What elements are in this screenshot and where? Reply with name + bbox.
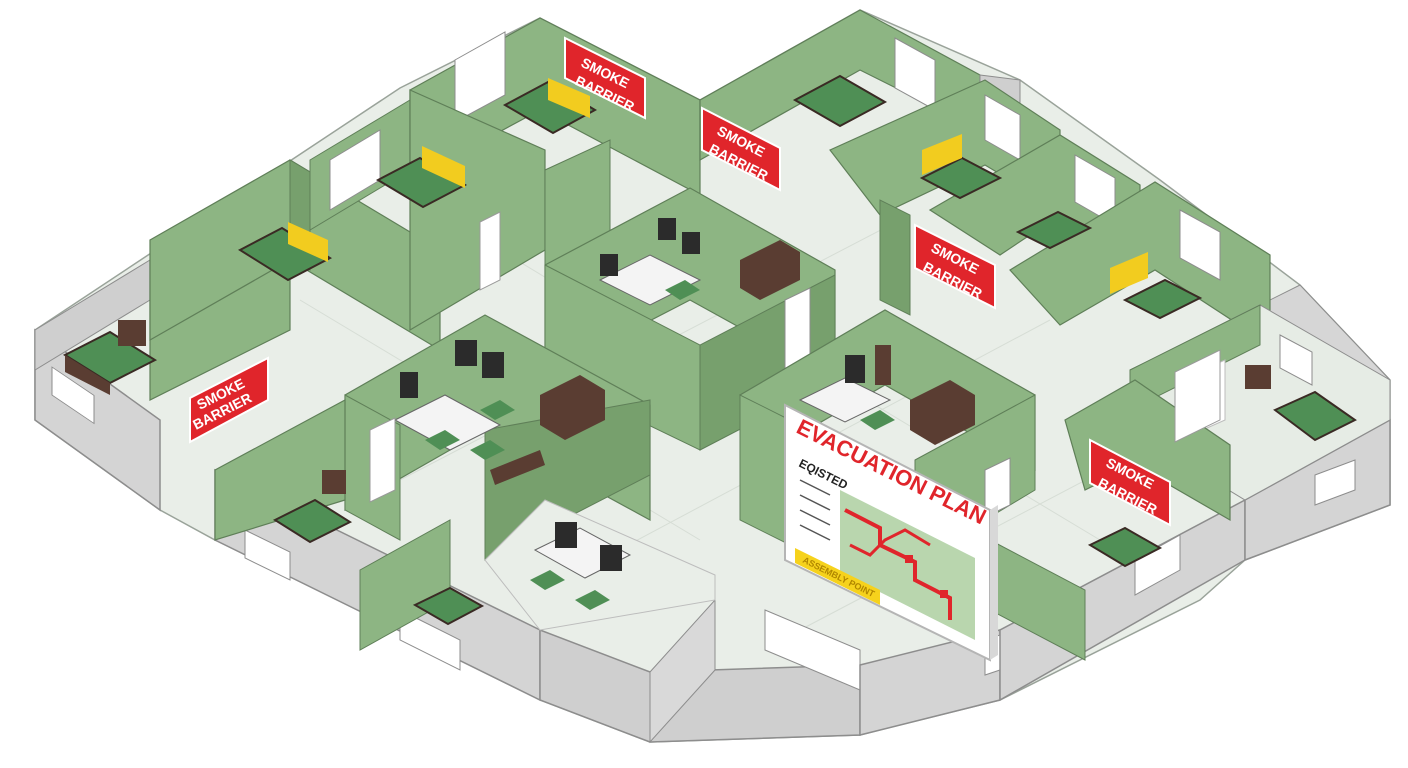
room-office-center-right xyxy=(738,309,1036,546)
bed-lower-left xyxy=(272,470,353,544)
office-desks-center-left xyxy=(393,340,605,485)
bed-left xyxy=(62,320,158,395)
office-desks-lower xyxy=(530,522,632,610)
bed-right-lower xyxy=(1110,252,1203,320)
outer-wall-left xyxy=(34,328,161,512)
bed-top-right xyxy=(792,74,888,128)
bed-right-middle xyxy=(1015,210,1093,250)
evacuation-map xyxy=(840,490,975,640)
bed-right-bottom xyxy=(1087,526,1163,568)
bed-upper-left xyxy=(237,222,333,282)
bed-far-right xyxy=(1245,365,1357,442)
outer-wall-front-right xyxy=(859,498,1246,736)
bed-top xyxy=(502,78,598,135)
office-desks-center-top xyxy=(598,218,800,306)
office-desks-center-right xyxy=(798,345,975,445)
bed-right-upper xyxy=(919,134,1003,200)
evacuation-legend-lines xyxy=(799,479,831,541)
bed-lower-mid xyxy=(412,586,485,626)
doors xyxy=(369,211,1221,503)
outer-wall-front-center xyxy=(539,598,861,744)
bed-mid-left xyxy=(375,146,468,209)
